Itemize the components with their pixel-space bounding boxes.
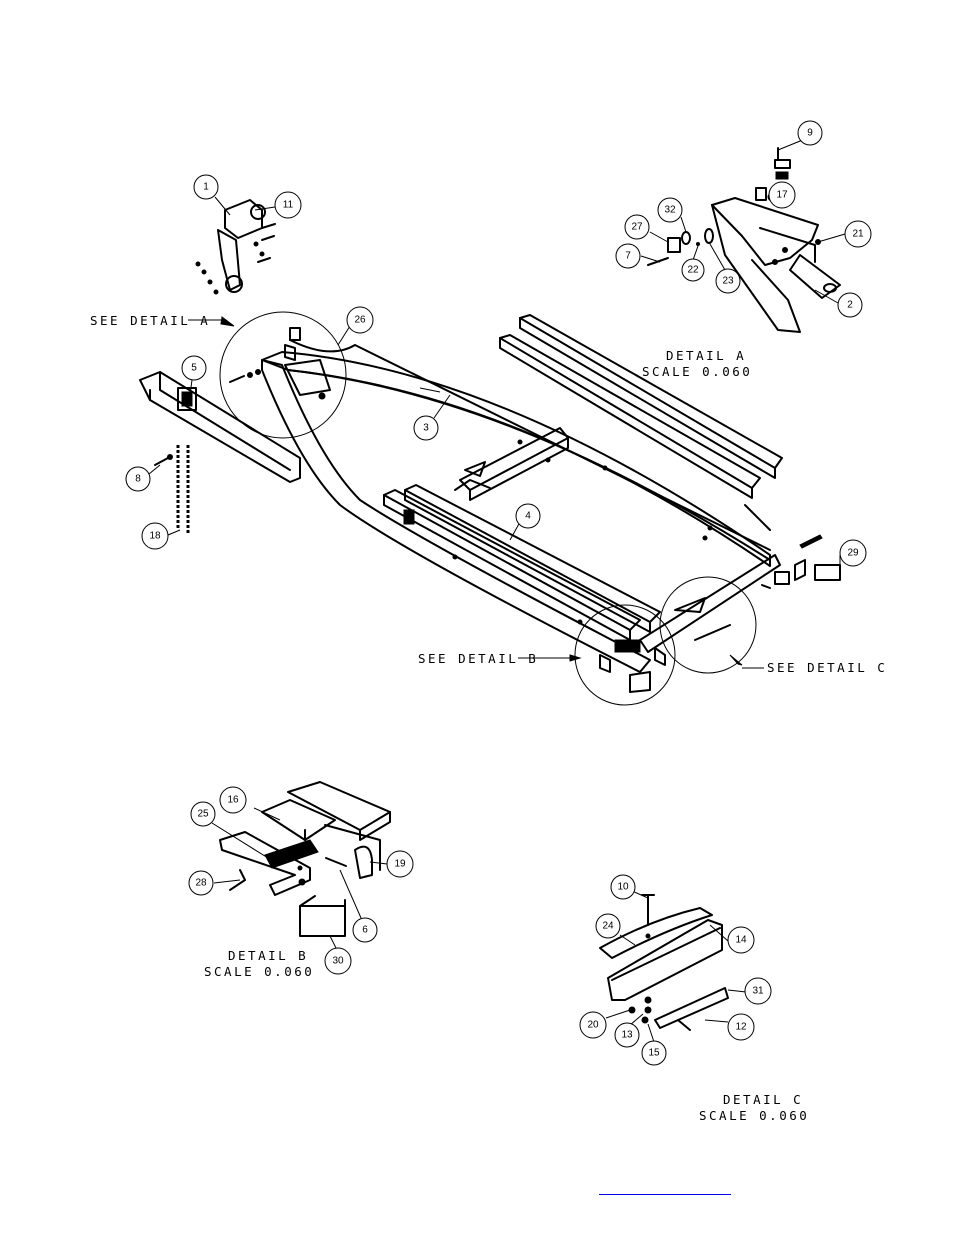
callout-31-text: 31	[752, 986, 764, 997]
callout-12: 12	[727, 1013, 755, 1041]
callout-11-text: 11	[283, 200, 294, 211]
see-detail-b-text: SEE DETAIL B	[418, 651, 538, 666]
callout-32: 32	[657, 197, 683, 223]
callout-19-text: 19	[394, 859, 406, 870]
bunk-brackets	[454, 461, 731, 693]
callout-7-text: 7	[625, 251, 631, 262]
see-detail-c-label: SEE DETAIL C	[729, 654, 887, 675]
detail-b-view	[219, 781, 391, 937]
callout-10-text: 10	[617, 882, 629, 893]
callout-24-text: 24	[602, 921, 614, 932]
callout-15: 15	[641, 1040, 667, 1066]
callout-16: 16	[219, 786, 247, 814]
callout-8: 8	[125, 466, 151, 492]
callout-5: 5	[181, 355, 207, 381]
callout-29-text: 29	[847, 548, 859, 559]
see-detail-b-label: SEE DETAIL B	[418, 651, 582, 666]
callout-19: 19	[386, 850, 414, 878]
rear-end-parts	[761, 534, 841, 589]
detail-c-title: DETAIL C	[723, 1092, 803, 1107]
detail-c-circle	[659, 576, 757, 674]
footer-link[interactable]	[599, 1182, 731, 1195]
see-detail-c-text: SEE DETAIL C	[767, 660, 887, 675]
callout-20: 20	[579, 1011, 607, 1039]
callout-16-text: 16	[227, 795, 239, 806]
callout-30-text: 30	[332, 956, 344, 967]
see-detail-a-text: SEE DETAIL A	[90, 313, 210, 328]
see-detail-a-label: SEE DETAIL A	[90, 313, 235, 328]
detail-a-scale: SCALE 0.060	[642, 364, 752, 379]
callout-32-text: 32	[664, 205, 676, 216]
trailer-frame	[261, 339, 781, 673]
callout-6-text: 6	[362, 925, 368, 936]
callout-30: 30	[324, 947, 352, 975]
callout-6: 6	[352, 917, 378, 943]
leader-lines	[148, 136, 846, 1043]
callout-12-text: 12	[735, 1022, 747, 1033]
detail-a-title: DETAIL A	[666, 348, 746, 363]
bunk-boards-left	[383, 484, 661, 641]
callout-27-text: 27	[631, 222, 643, 233]
callout-26: 26	[346, 306, 374, 334]
detail-a-inset	[229, 327, 331, 400]
callout-28: 28	[188, 870, 214, 896]
winch-assembly	[195, 199, 276, 295]
detail-b-title: DETAIL B	[228, 948, 308, 963]
detail-b-circle	[574, 604, 676, 706]
callout-4: 4	[515, 503, 541, 529]
callout-3-text: 3	[423, 423, 429, 434]
callout-18: 18	[141, 522, 169, 550]
callout-24: 24	[595, 913, 621, 939]
callout-4-text: 4	[525, 511, 531, 522]
callout-1-text: 1	[203, 182, 209, 193]
callout-28-text: 28	[195, 878, 207, 889]
callout-2-text: 2	[847, 300, 853, 311]
callout-13: 13	[614, 1022, 640, 1048]
detail-c-scale: SCALE 0.060	[699, 1108, 809, 1123]
callout-7: 7	[615, 243, 641, 269]
detail-a-view	[647, 147, 841, 333]
callout-20-text: 20	[587, 1020, 599, 1031]
callout-3: 3	[413, 415, 439, 441]
detail-a-circle	[219, 311, 347, 439]
bunk-boards-right	[499, 314, 783, 531]
callout-25: 25	[190, 801, 216, 827]
callout-21: 21	[844, 220, 872, 248]
callout-22-text: 22	[687, 265, 699, 276]
trailer-tongue	[139, 371, 301, 483]
callout-9: 9	[797, 120, 823, 146]
callout-15-text: 15	[648, 1048, 660, 1059]
callout-17: 17	[768, 181, 796, 209]
callout-29: 29	[839, 539, 867, 567]
callout-21-text: 21	[852, 229, 864, 240]
callout-23: 23	[715, 268, 741, 294]
callout-5-text: 5	[191, 363, 197, 374]
callout-8-text: 8	[135, 474, 141, 485]
callout-23-text: 23	[722, 276, 734, 287]
callout-14-text: 14	[735, 935, 747, 946]
callout-14: 14	[727, 926, 755, 954]
callout-13-text: 13	[621, 1030, 633, 1041]
callout-25-text: 25	[197, 809, 209, 820]
detail-c-view	[599, 894, 729, 1031]
callout-22: 22	[681, 258, 705, 282]
callout-17-text: 17	[776, 190, 788, 201]
callout-2: 2	[837, 292, 863, 318]
callout-10: 10	[610, 874, 636, 900]
callout-26-text: 26	[354, 315, 366, 326]
callout-9-text: 9	[807, 128, 813, 139]
callout-18-text: 18	[149, 531, 161, 542]
callout-31: 31	[744, 977, 772, 1005]
callout-1: 1	[193, 174, 219, 200]
detail-b-scale: SCALE 0.060	[204, 964, 314, 979]
callout-27: 27	[624, 214, 650, 240]
callout-11: 11	[274, 191, 302, 219]
safety-chains	[176, 445, 190, 535]
